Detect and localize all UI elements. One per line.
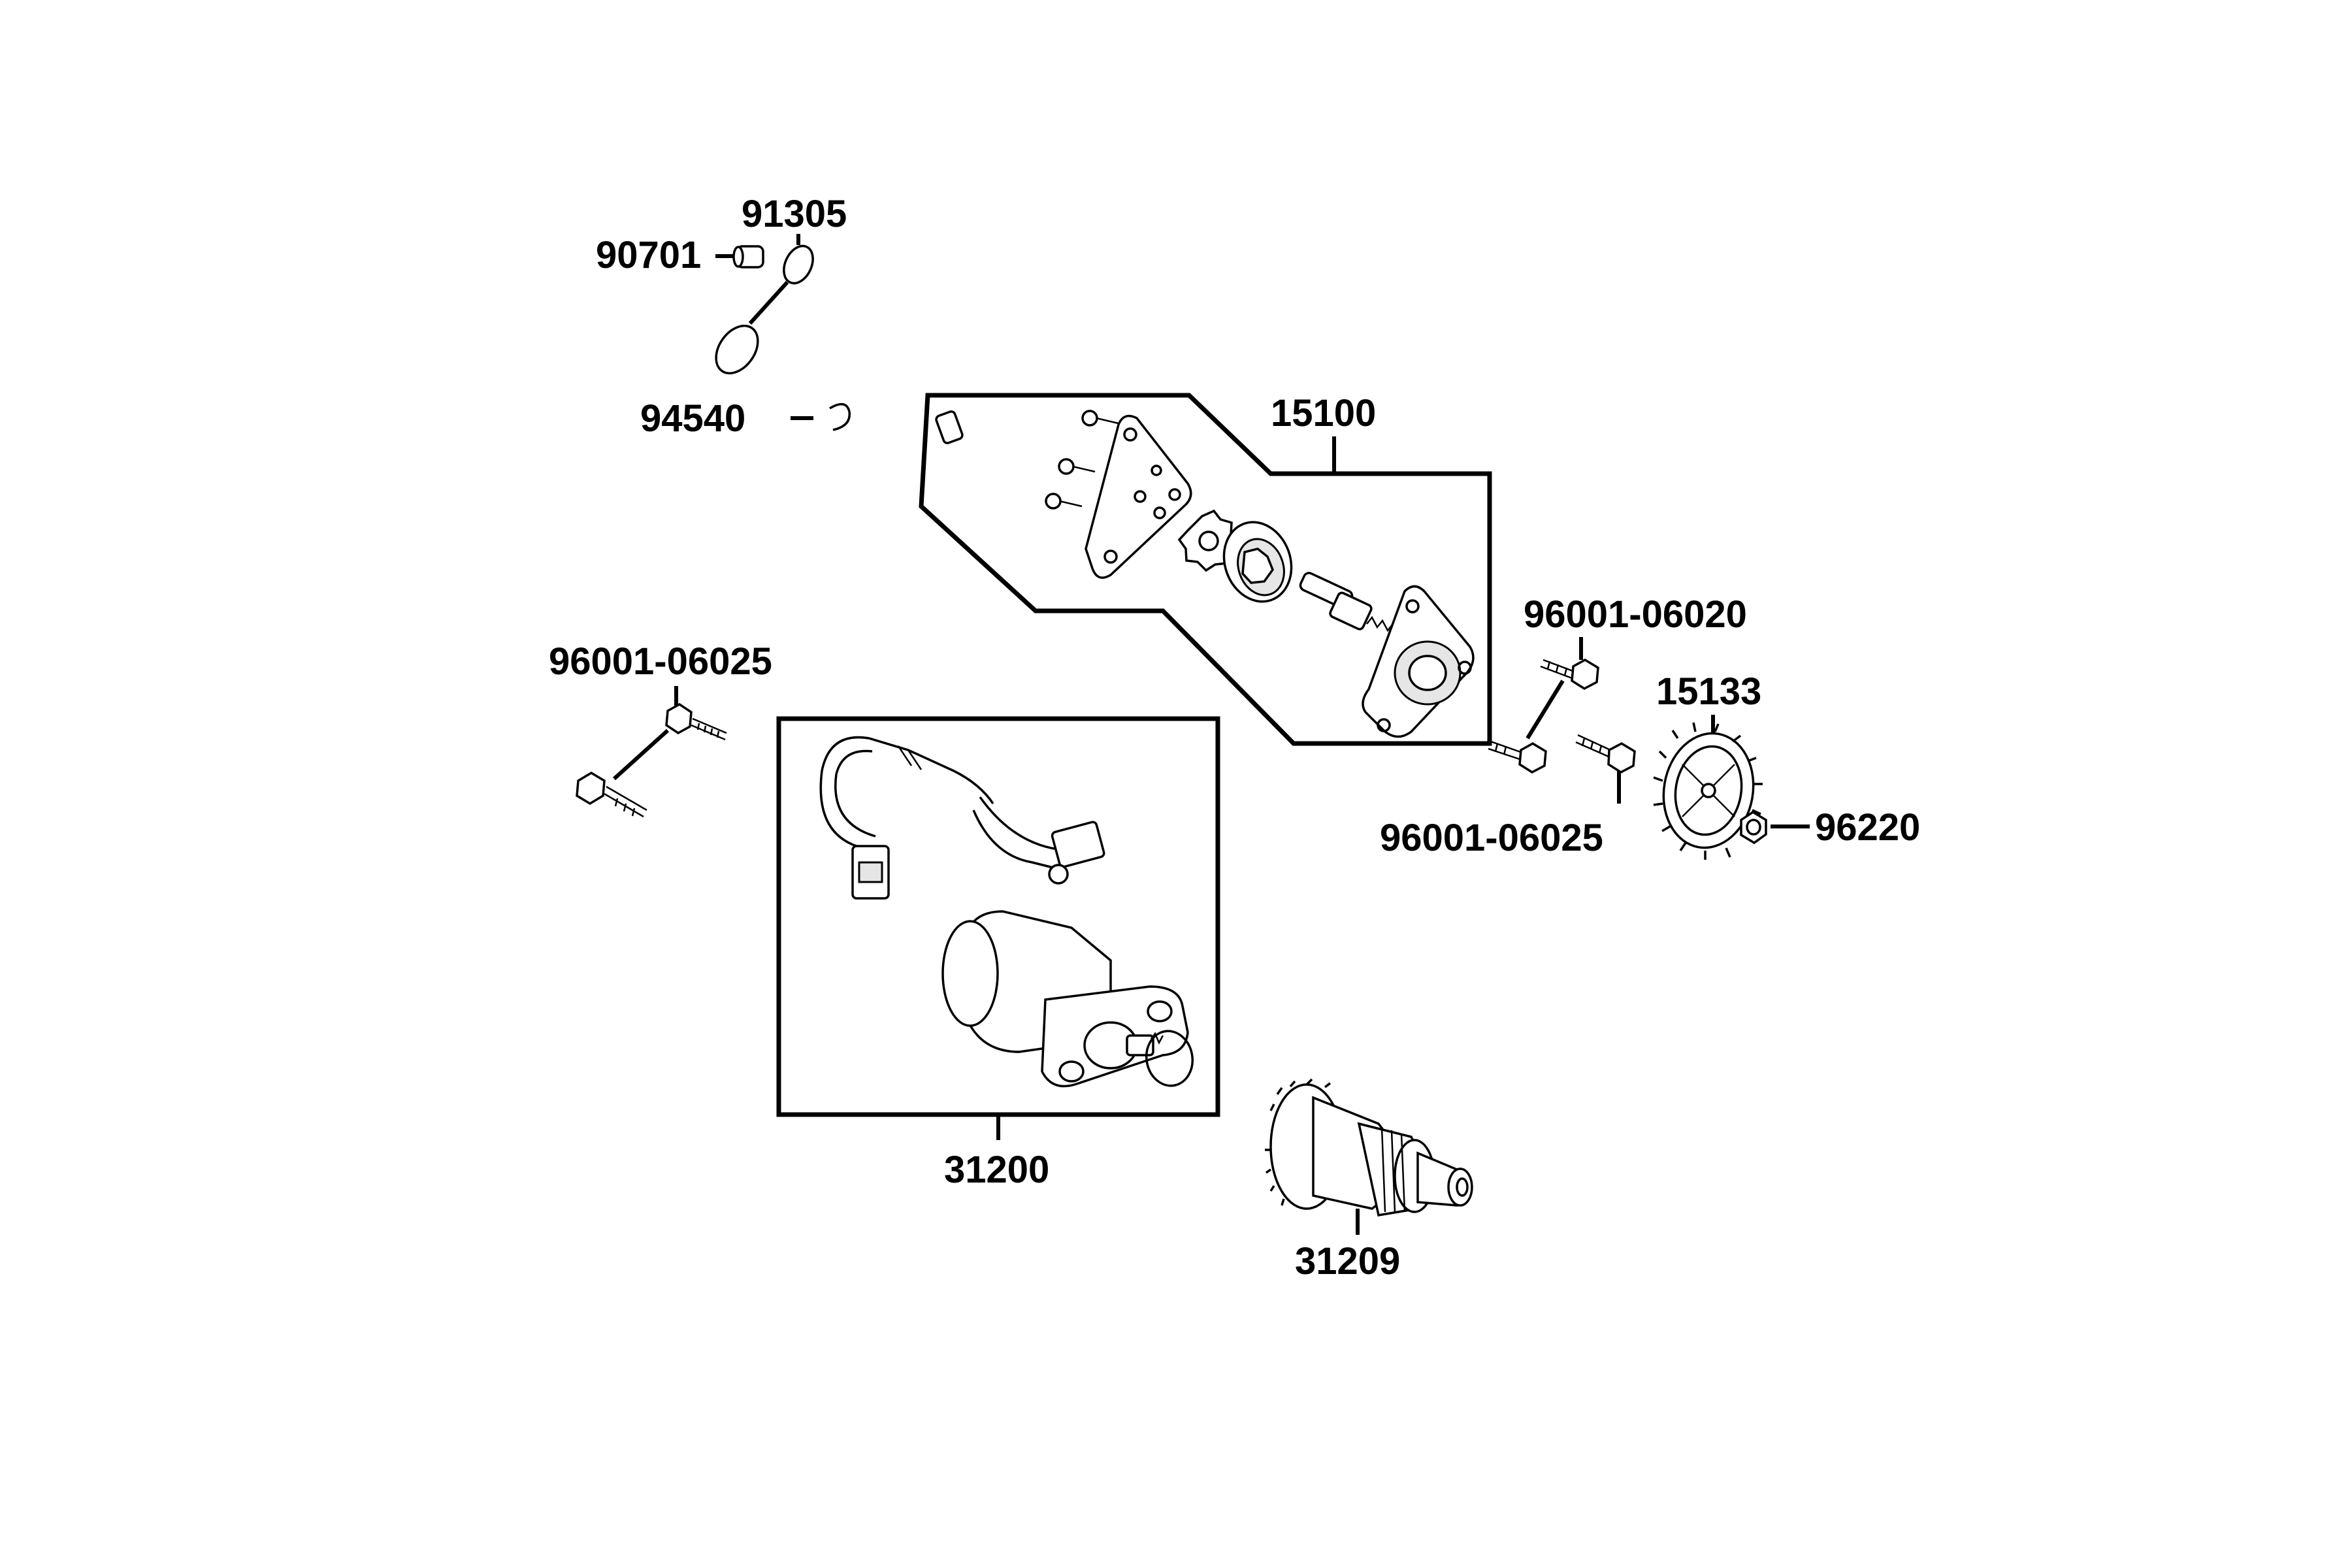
- screw-15100-c: [1045, 493, 1083, 510]
- label-31200: 31200: [944, 1149, 1049, 1191]
- part-31209-group: 31209: [1265, 1078, 1473, 1282]
- connector-31200-b: [1051, 821, 1105, 868]
- part-96001-06020-group: 96001-06020: [1524, 593, 1747, 691]
- wire-harness-31200: [819, 736, 1105, 900]
- o-ring-91305-lower: [715, 325, 759, 374]
- pin-15100: [935, 410, 964, 444]
- part-96001-06025-right-group: 96001-06025: [1380, 679, 1636, 859]
- part-91305-group: 91305: [715, 193, 847, 374]
- kit-outline-15100: [919, 393, 1492, 746]
- gear-15100-small: [1177, 509, 1239, 572]
- clutch-15100: [1222, 521, 1293, 603]
- part-31200-kit: 31200: [776, 716, 1220, 1191]
- leader-96001-06025-left-b: [612, 728, 670, 781]
- pin-90701: [732, 245, 764, 269]
- part-94540-group: 94540: [640, 397, 851, 440]
- label-31209: 31209: [1295, 1240, 1400, 1282]
- shaft-15100: [1299, 572, 1394, 632]
- o-ring-91305-upper: [783, 244, 814, 285]
- starter-clutch-31209: [1265, 1078, 1473, 1217]
- screw-96001-06025-right-a: [1488, 740, 1547, 774]
- part-90701-group: 90701: [596, 234, 764, 276]
- screw-96001-06020: [1540, 658, 1599, 691]
- screw-15100-a: [1081, 410, 1119, 427]
- label-96001-06020: 96001-06020: [1524, 593, 1747, 636]
- part-15100-kit: 15100: [919, 392, 1492, 746]
- starter-motor-31200: [941, 910, 1189, 1088]
- o-ring-31200: [1145, 1030, 1194, 1087]
- cover-15100: [1362, 585, 1475, 738]
- label-96001-06025-left: 96001-06025: [549, 640, 772, 683]
- label-96001-06025-right: 96001-06025: [1380, 817, 1603, 859]
- label-96220: 96220: [1815, 806, 1920, 849]
- part-96220-group: 96220: [1740, 806, 1920, 849]
- sprocket-15133: [1653, 722, 1763, 860]
- leader-91305-lower: [748, 280, 789, 325]
- ring-terminal-31200: [1048, 864, 1069, 885]
- label-15100: 15100: [1271, 392, 1376, 434]
- part-15133-group: 15133: [1653, 670, 1763, 860]
- nut-96220: [1740, 810, 1767, 845]
- leader-96001-06025-right-a: [1526, 679, 1565, 740]
- label-94540: 94540: [640, 397, 745, 440]
- part-96001-06025-left-group: 96001-06025: [549, 640, 772, 818]
- clip-94540: [829, 402, 851, 431]
- label-90701: 90701: [596, 234, 701, 276]
- screw-15100-b: [1058, 458, 1096, 475]
- label-91305: 91305: [742, 193, 847, 235]
- screw-96001-06025-left-a: [665, 702, 727, 741]
- label-15133: 15133: [1656, 670, 1761, 713]
- plate-15100: [1085, 414, 1192, 579]
- screw-96001-06025-left-b: [576, 771, 647, 818]
- screw-96001-06025-right-b: [1575, 734, 1636, 774]
